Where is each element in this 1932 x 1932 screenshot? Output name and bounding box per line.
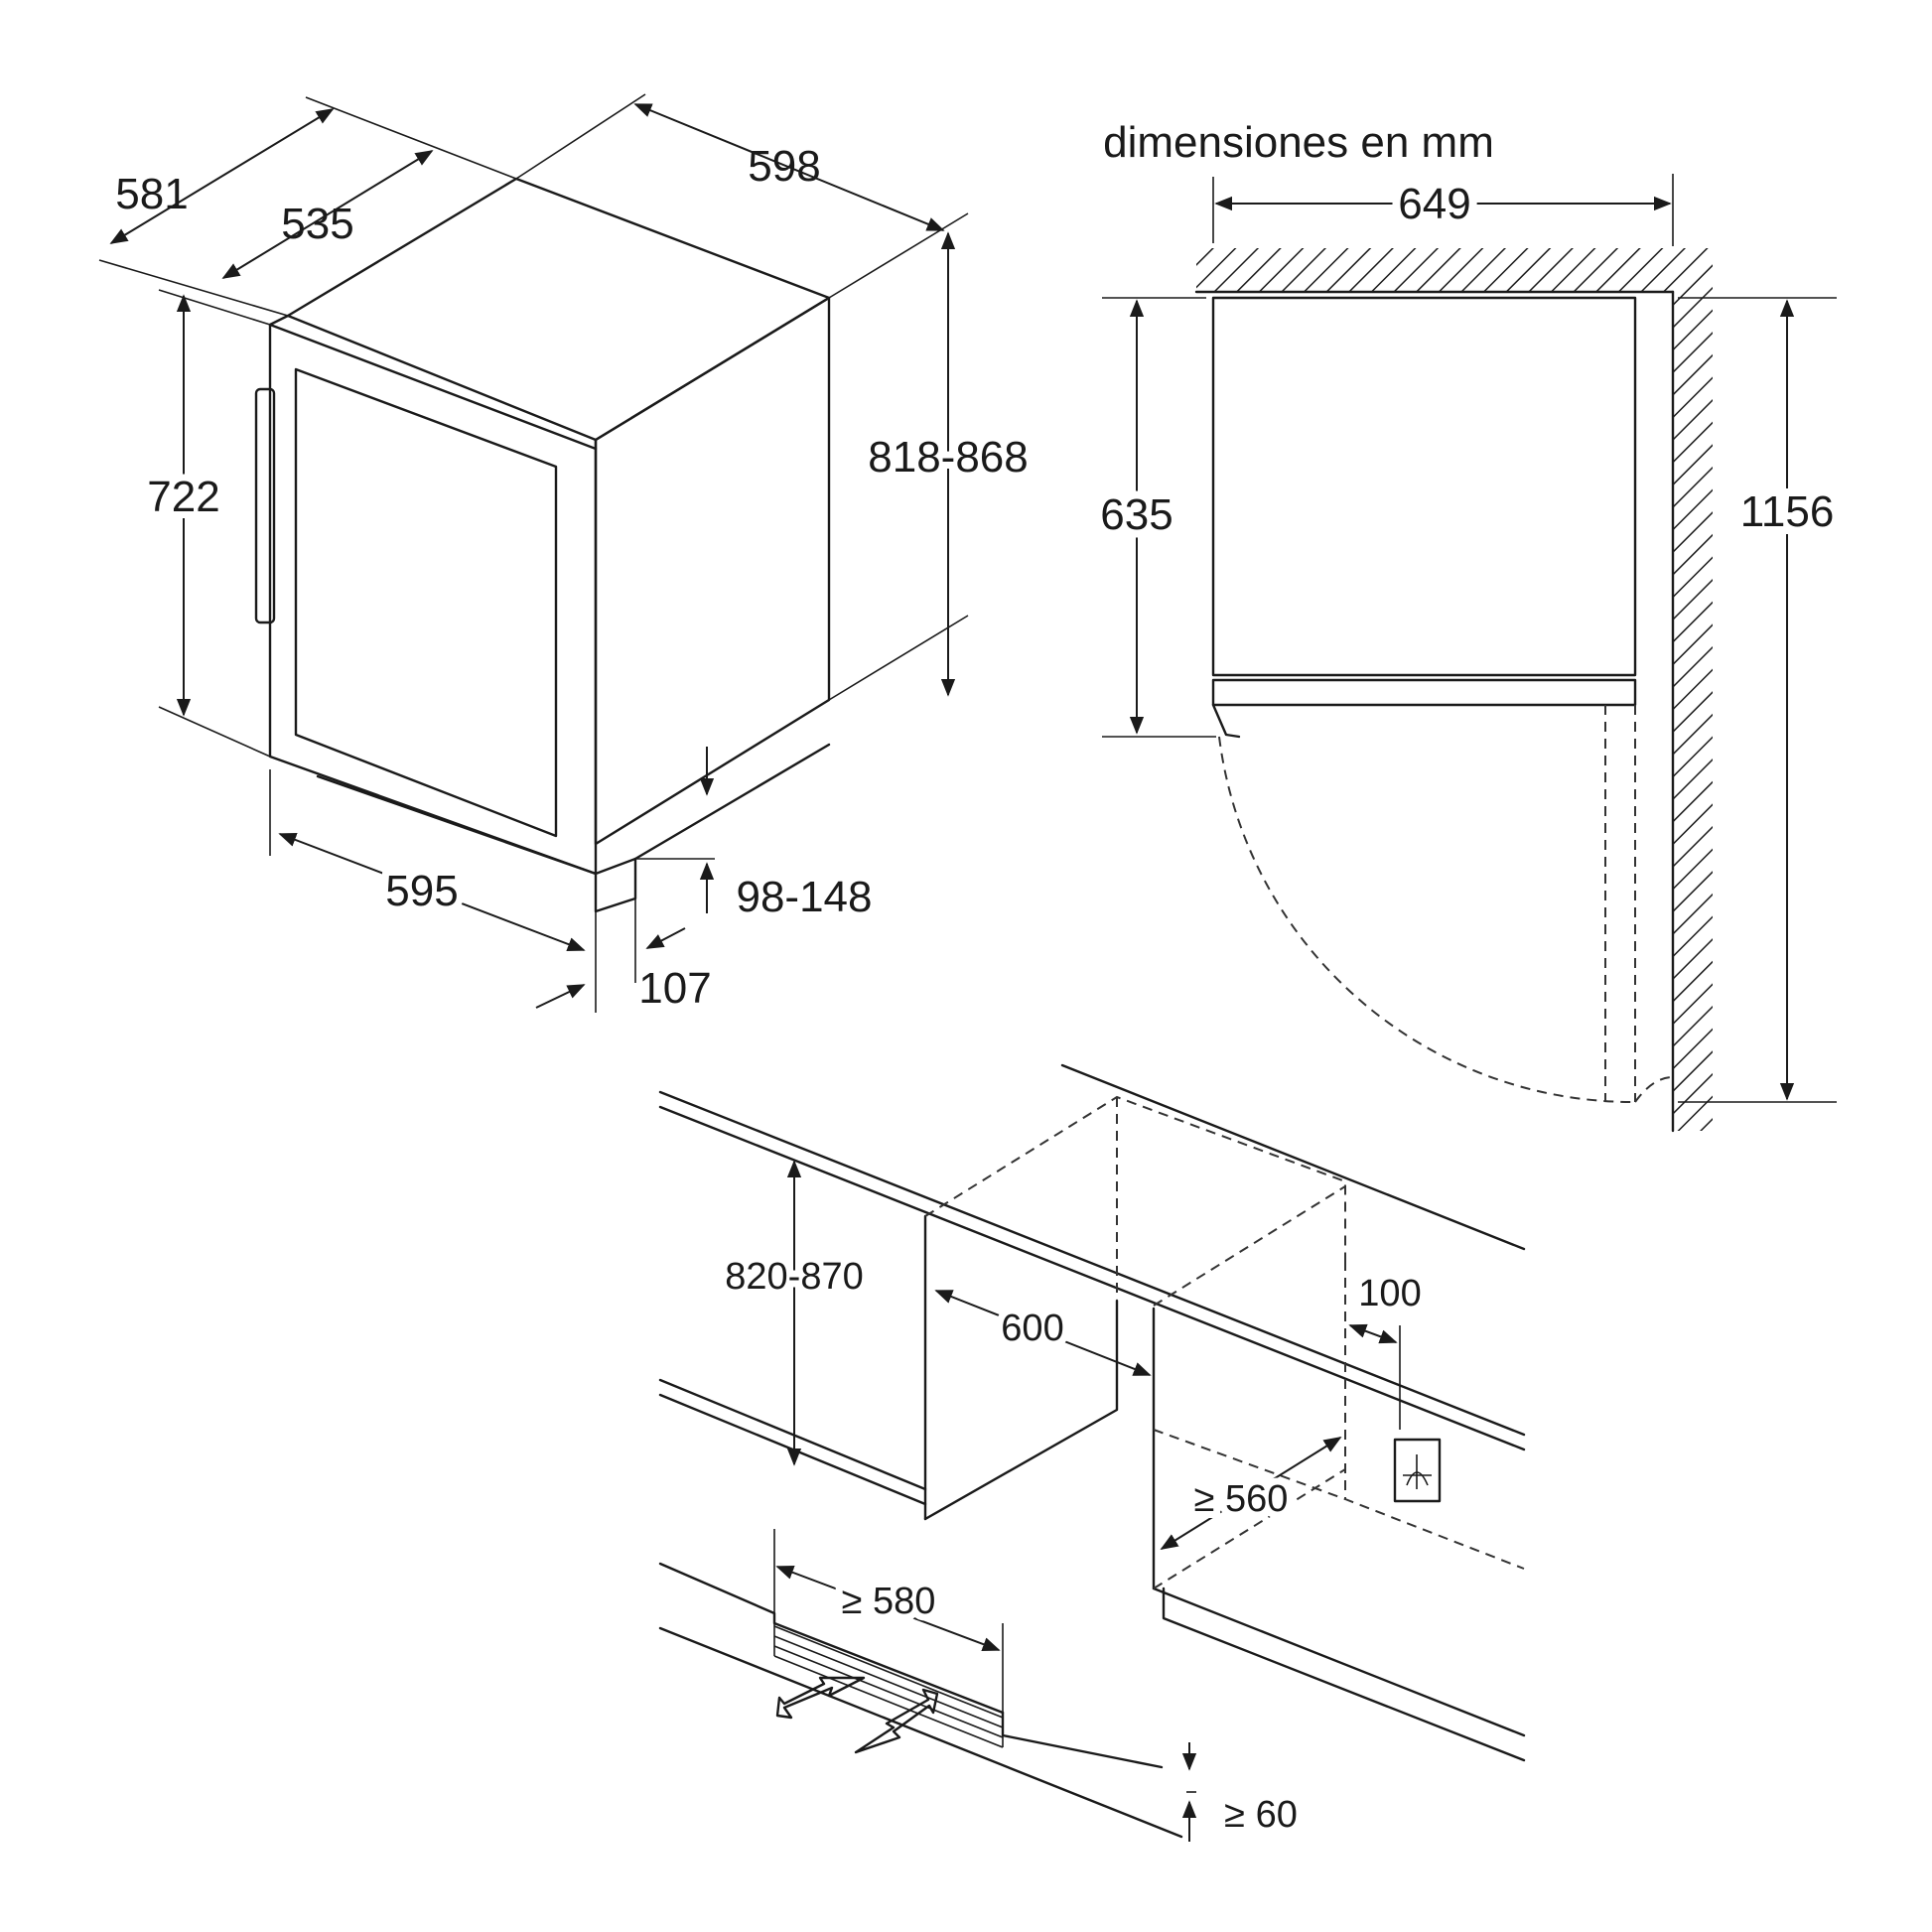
airflow-arrow-icon <box>854 1688 939 1754</box>
appliance-3d-view: 581 535 598 818-868 722 595 98-148 107 <box>98 93 1035 1013</box>
door-handle <box>254 387 276 624</box>
dim-door-depth: 635 <box>1100 490 1173 539</box>
dim-depth-total: 581 <box>115 170 188 218</box>
dim-total-depth-open: 1156 <box>1740 487 1835 536</box>
dim-plinth-depth: 107 <box>638 964 711 1013</box>
socket-icon <box>1393 1438 1442 1503</box>
dim-niche-depth: 600 <box>1001 1308 1063 1349</box>
dim-plinth-height: 98-148 <box>736 873 872 921</box>
door-swing-arc <box>1218 736 1637 1104</box>
dim-niche-height: 820-870 <box>725 1256 863 1298</box>
dim-door-width: 595 <box>385 867 458 915</box>
dim-height-range: 818-868 <box>868 433 1028 482</box>
cabinet-side <box>594 296 831 846</box>
dim-vent-width: ≥ 580 <box>842 1581 936 1622</box>
dim-vent-height: ≥ 60 <box>1224 1794 1298 1836</box>
units-note: dimensiones en mm <box>1103 118 1494 167</box>
worktop-front-edge <box>658 1090 1526 1437</box>
cabinet-top <box>286 177 831 442</box>
wall-right-hatch <box>1673 292 1713 1131</box>
door-top-view <box>1211 678 1637 707</box>
plinth <box>594 857 637 913</box>
dim-open-width: 649 <box>1398 180 1470 228</box>
dim-depth-body: 535 <box>281 200 353 248</box>
dim-socket-offset: 100 <box>1358 1273 1421 1314</box>
dim-width: 598 <box>748 142 820 191</box>
worktop-back-edge <box>1060 1063 1526 1251</box>
cabinet-top-view <box>1211 296 1637 677</box>
vent-grille <box>773 1623 1004 1748</box>
door-frame <box>268 323 598 876</box>
dim-door-height: 722 <box>147 473 219 521</box>
top-view: dimensiones en mm 649 635 1156 <box>1092 118 1842 1133</box>
niche-view: 820-870 600 100 ≥ 560 ≥ 580 ≥ 60 <box>658 1063 1526 1842</box>
door-glass <box>294 367 558 838</box>
dim-niche-width: ≥ 560 <box>1194 1478 1289 1520</box>
wall-top-hatch <box>1196 248 1713 292</box>
airflow-arrow-icon <box>775 1676 866 1720</box>
